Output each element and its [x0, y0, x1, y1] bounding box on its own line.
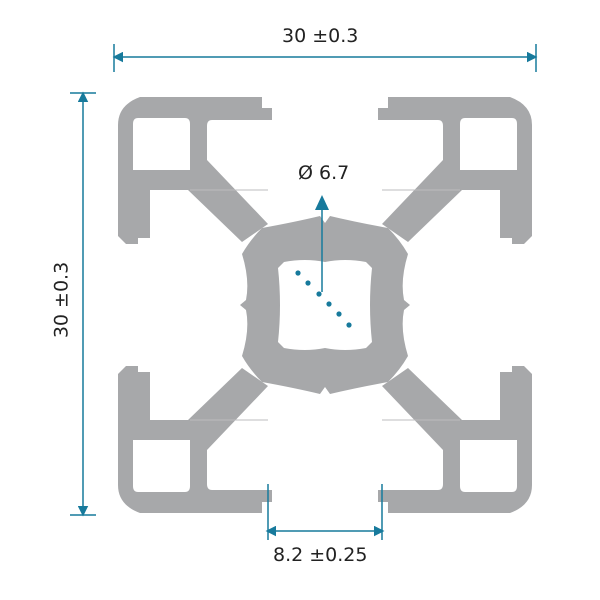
- dimension-slot: [265, 484, 385, 540]
- center-core: [240, 216, 410, 394]
- slot-dimension-label: 8.2 ±0.25: [273, 544, 368, 566]
- corner-top-right: [378, 97, 532, 244]
- dimension-height: [70, 91, 96, 517]
- corner-bottom-left: [118, 366, 272, 513]
- profile-seams: [190, 189, 460, 421]
- corner-top-left: [118, 97, 272, 244]
- bore-diameter-label: Ø 6.7: [298, 162, 350, 184]
- corner-bottom-right: [378, 366, 532, 513]
- height-dimension-label: 30 ±0.3: [50, 261, 73, 339]
- dimension-width: [112, 44, 538, 72]
- bore-diameter-dots: [295, 270, 352, 328]
- width-dimension-label: 30 ±0.3: [282, 25, 359, 47]
- extrusion-profile: [118, 97, 532, 513]
- dimension-bore: [295, 195, 352, 328]
